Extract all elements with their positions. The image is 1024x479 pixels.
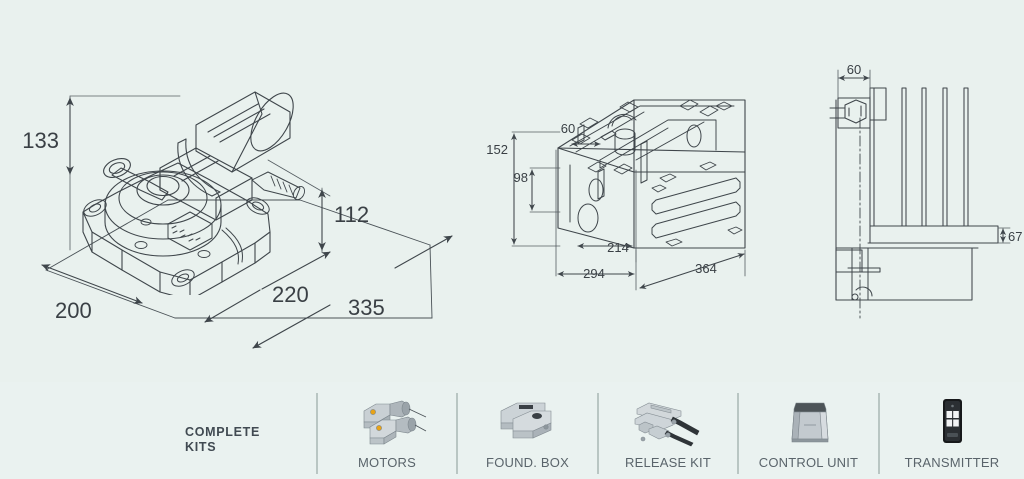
kit-label-control-unit: CONTROL UNIT bbox=[758, 455, 859, 470]
dim-152: 152 bbox=[486, 142, 508, 157]
gate-post-section-drawing: 60 67 bbox=[829, 62, 1022, 319]
dim-60-box: 60 bbox=[561, 121, 575, 136]
kit-item-transmitter[interactable]: TRANSMITTER bbox=[880, 393, 1024, 474]
technical-drawings-area: 133 112 200 220 bbox=[22, 62, 1023, 349]
dim-67: 67 bbox=[1008, 229, 1022, 244]
dim-98: 98 bbox=[514, 170, 528, 185]
kit-item-release-kit[interactable]: RELEASE KIT bbox=[599, 393, 737, 474]
drawings-svg: 133 112 200 220 bbox=[22, 62, 1022, 349]
dim-220: 220 bbox=[272, 282, 309, 307]
dim-214: 214 bbox=[607, 240, 629, 255]
dim-60-post: 60 bbox=[847, 62, 861, 77]
dim-200: 200 bbox=[55, 298, 92, 323]
complete-kits-heading: COMPLETE KITS bbox=[185, 425, 261, 454]
kit-item-motors[interactable]: MOTORS bbox=[318, 393, 456, 474]
kit-label-foundation-box: FOUND. BOX bbox=[486, 455, 569, 470]
dim-294: 294 bbox=[583, 266, 605, 281]
kit-item-control-unit[interactable]: CONTROL UNIT bbox=[739, 393, 878, 474]
kit-divider bbox=[737, 393, 739, 474]
kit-item-foundation-box[interactable]: FOUND. BOX bbox=[458, 393, 597, 474]
dim-133: 133 bbox=[22, 128, 59, 153]
dim-112: 112 bbox=[334, 202, 369, 227]
foundation-box-drawing: 152 98 60 214 bbox=[486, 99, 746, 291]
kit-label-motors: MOTORS bbox=[357, 455, 417, 470]
kit-label-release-kit: RELEASE KIT bbox=[624, 455, 711, 470]
transmitter-icon bbox=[943, 399, 962, 443]
release-kit-icon bbox=[634, 402, 700, 447]
motors-icon bbox=[363, 400, 427, 445]
kit-label-transmitter: TRANSMITTER bbox=[904, 455, 1000, 470]
kit-divider bbox=[597, 393, 599, 474]
foundation-box-icon bbox=[500, 402, 551, 439]
complete-kits-strip: COMPLETE KITS bbox=[0, 382, 1024, 479]
kit-divider bbox=[456, 393, 458, 474]
kit-divider bbox=[878, 393, 880, 474]
dim-335: 335 bbox=[348, 295, 385, 320]
motor-isometric-drawing: 133 112 200 220 bbox=[22, 91, 453, 349]
dim-364: 364 bbox=[695, 261, 717, 276]
control-unit-icon bbox=[791, 402, 828, 443]
kit-divider bbox=[316, 393, 318, 474]
